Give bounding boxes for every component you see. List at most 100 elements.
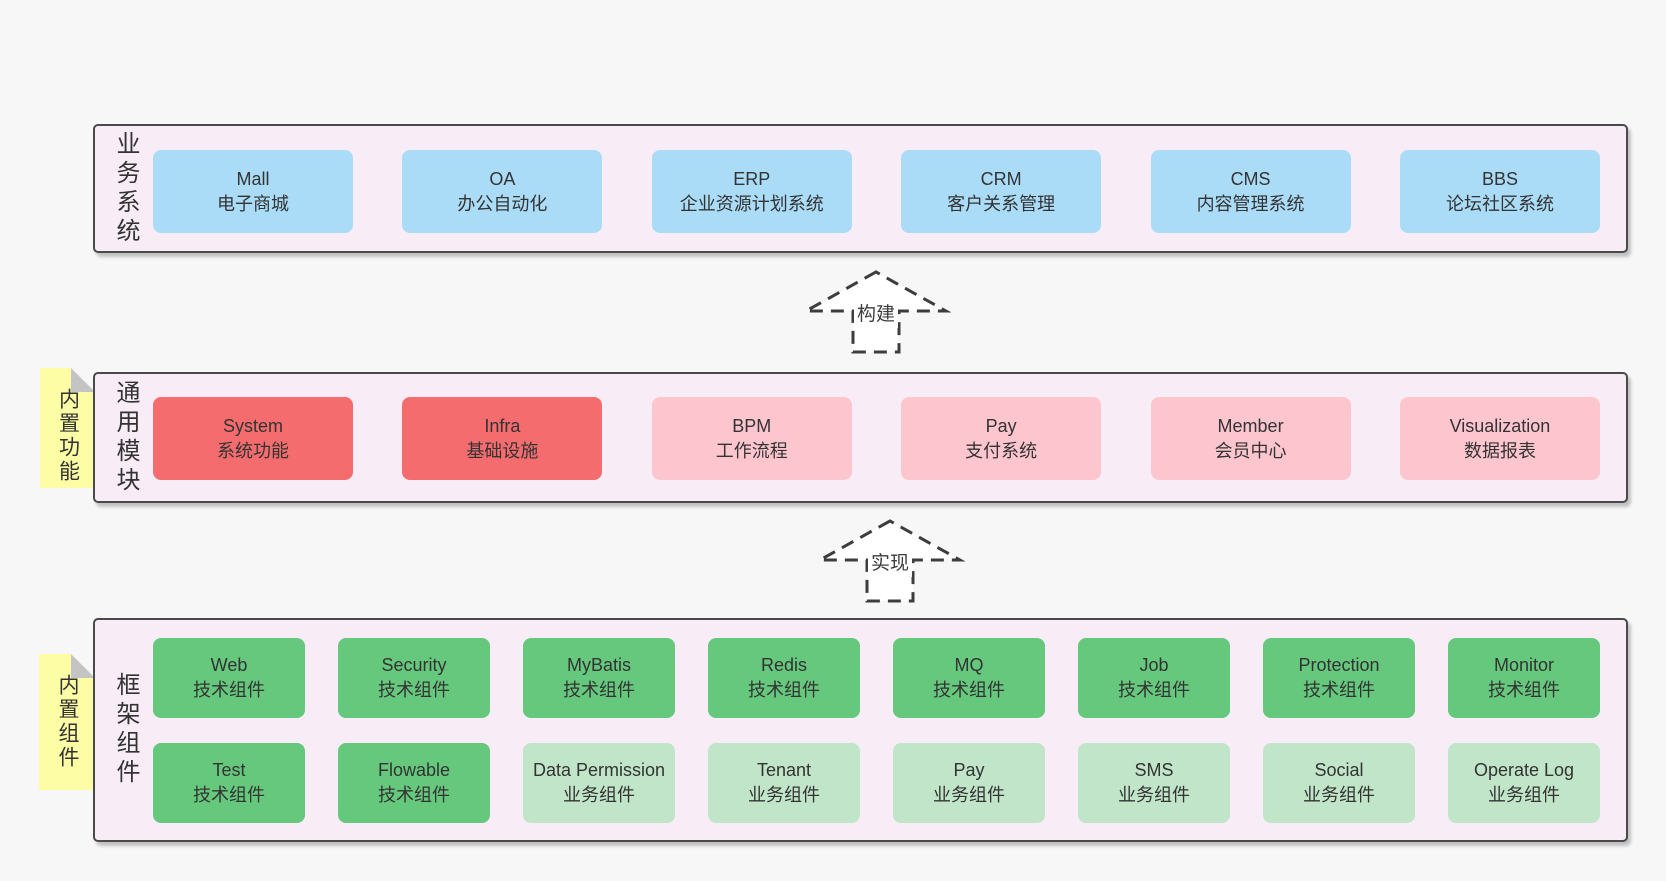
box-web: Web 技术组件 [153,638,305,718]
box-title: CRM [980,168,1022,189]
box-title: Mall [236,168,270,189]
arrow-implement-label: 实现 [867,551,913,577]
sticky-note-builtin-features: 内置功能 [40,368,95,488]
box-title: MQ [954,655,984,675]
modules-boxes-row: System 系统功能 Infra 基础设施 BPM 工作流程 Pay 支付系统… [153,397,1600,480]
box-pay-business: Pay 业务组件 [893,743,1045,823]
box-subtitle: 业务组件 [1303,785,1375,805]
box-visualization: Visualization 数据报表 [1399,397,1600,480]
box-subtitle: 支付系统 [965,440,1038,461]
sticky-label: 内置组件 [56,674,79,770]
box-title: Social [1314,760,1364,780]
box-redis: Redis 技术组件 [708,638,860,718]
arrow-build: 构建 [801,269,951,355]
box-title: OA [489,168,516,189]
box-title: Job [1139,655,1169,675]
box-job: Job 技术组件 [1078,638,1230,718]
sticky-note-builtin-components: 内置组件 [39,654,95,790]
box-subtitle: 基础设施 [466,440,539,461]
box-tenant: Tenant 业务组件 [708,743,860,823]
box-title: Security [381,655,447,675]
box-title: Data Permission [532,760,666,780]
box-title: Infra [484,415,521,436]
box-operate-log: Operate Log 业务组件 [1448,743,1600,823]
box-title: CMS [1230,168,1271,189]
box-system: System 系统功能 [153,397,353,480]
box-title: Pay [985,415,1017,436]
layer-label-common-modules: 通用模块 [112,379,139,496]
box-test: Test 技术组件 [153,743,305,823]
box-subtitle: 内容管理系统 [1196,193,1305,214]
box-subtitle: 业务组件 [748,785,820,805]
arrow-build-label: 构建 [853,302,899,328]
box-cms: CMS 内容管理系统 [1150,150,1351,233]
box-title: Redis [760,655,808,675]
box-sms: SMS 业务组件 [1078,743,1230,823]
box-subtitle: 技术组件 [563,680,635,700]
box-subtitle: 企业资源计划系统 [679,193,824,214]
box-title: ERP [733,168,771,189]
box-mall: Mall 电子商城 [153,150,353,233]
box-title: Operate Log [1473,760,1575,780]
box-title: BBS [1481,168,1518,189]
sticky-fold-corner [71,654,95,678]
box-data-permission: Data Permission 业务组件 [523,743,675,823]
box-subtitle: 技术组件 [378,680,450,700]
box-security: Security 技术组件 [338,638,490,718]
layer-business-systems: 业务系统 Mall 电子商城 OA 办公自动化 ERP 企业资源计划系统 CRM… [93,124,1628,253]
box-subtitle: 业务组件 [1488,785,1560,805]
box-subtitle: 技术组件 [1118,680,1190,700]
layer-label-business-systems: 业务系统 [112,130,139,247]
components-row-2: Test 技术组件 Flowable 技术组件 Data Permission … [153,743,1600,823]
box-title: Visualization [1449,415,1551,436]
box-title: Member [1217,415,1284,436]
box-pay: Pay 支付系统 [901,397,1102,480]
box-subtitle: 电子商城 [217,193,289,214]
box-title: Pay [953,760,985,780]
box-erp: ERP 企业资源计划系统 [651,150,852,233]
box-member: Member 会员中心 [1150,397,1351,480]
box-subtitle: 论坛社区系统 [1445,193,1554,214]
box-subtitle: 技术组件 [1488,680,1560,700]
box-subtitle: 技术组件 [193,680,265,700]
box-subtitle: 技术组件 [748,680,820,700]
box-monitor: Monitor 技术组件 [1448,638,1600,718]
sticky-label: 内置功能 [56,388,80,484]
box-title: Test [212,760,246,780]
box-subtitle: 客户关系管理 [947,193,1056,214]
box-subtitle: 工作流程 [715,440,788,461]
box-mq: MQ 技术组件 [893,638,1045,718]
box-bbs: BBS 论坛社区系统 [1399,150,1600,233]
box-mybatis: MyBatis 技术组件 [523,638,675,718]
box-title: Protection [1298,655,1380,675]
box-subtitle: 技术组件 [1303,680,1375,700]
box-bpm: BPM 工作流程 [651,397,852,480]
layer-label-framework-components: 框架组件 [112,672,139,788]
box-subtitle: 技术组件 [933,680,1005,700]
business-boxes-row: Mall 电子商城 OA 办公自动化 ERP 企业资源计划系统 CRM 客户关系… [153,150,1600,233]
box-title: MyBatis [566,655,631,675]
box-flowable: Flowable 技术组件 [338,743,490,823]
box-subtitle: 会员中心 [1214,440,1287,461]
box-subtitle: 业务组件 [933,785,1005,805]
layer-common-modules: 通用模块 System 系统功能 Infra 基础设施 BPM 工作流程 Pay… [93,372,1628,503]
arrow-implement: 实现 [815,518,965,604]
sticky-fold-corner [71,368,95,392]
components-row-1: Web 技术组件 Security 技术组件 MyBatis 技术组件 Redi… [153,638,1600,718]
layer-framework-components: 框架组件 Web 技术组件 Security 技术组件 MyBatis 技术组件… [93,618,1628,842]
box-title: System [222,415,283,436]
box-title: Flowable [377,760,451,780]
box-title: BPM [732,415,772,436]
box-subtitle: 业务组件 [563,785,635,805]
box-subtitle: 技术组件 [378,785,450,805]
box-social: Social 业务组件 [1263,743,1415,823]
box-subtitle: 数据报表 [1463,440,1536,461]
box-infra: Infra 基础设施 [402,397,603,480]
box-title: Monitor [1493,655,1555,675]
box-title: Web [210,655,248,675]
box-subtitle: 办公自动化 [457,193,548,214]
box-subtitle: 业务组件 [1118,785,1190,805]
box-subtitle: 技术组件 [193,785,265,805]
box-title: SMS [1134,760,1174,780]
